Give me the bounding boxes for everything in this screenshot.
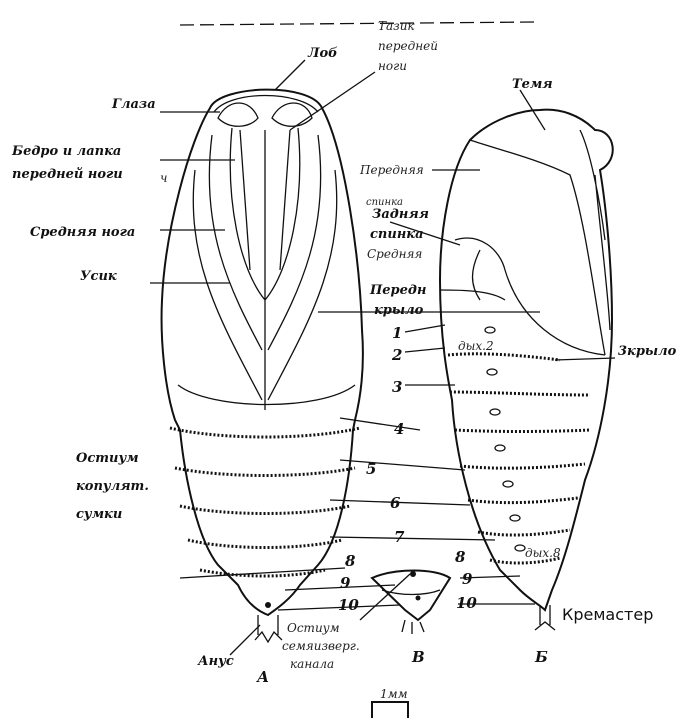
seg-num-7: 7 <box>394 528 405 546</box>
seg-num-right-10: 10 <box>456 594 477 612</box>
label-dyh8: дых.8 <box>525 546 561 560</box>
pupa-b-hooks <box>402 620 424 634</box>
pupa-a-wing-edge <box>178 385 355 405</box>
pupa-c-tail-line <box>580 130 610 330</box>
pupa-c-seg-4 <box>460 464 585 468</box>
pupa-a-head <box>214 96 318 113</box>
label-tazik: Тазик передней ноги <box>378 19 442 73</box>
stray-mark-1: ч <box>160 171 167 185</box>
label-perednyaya-spinka: Передняя спинка <box>359 163 428 208</box>
scale-bar: 1мм <box>372 687 408 718</box>
label-dyh2: дых.2 <box>458 339 494 353</box>
label-krylo3: 3крыло <box>618 344 677 359</box>
seg-num-3: 3 <box>392 378 402 396</box>
seg-num-6: 6 <box>390 494 401 512</box>
pupa-a-cremaster <box>255 615 282 642</box>
label-kremaster: Кремастер <box>562 605 653 624</box>
label-ostium-kopul: Остиум копулят. сумки <box>76 451 153 522</box>
pupa-c-spiracles <box>485 327 525 551</box>
pupa-c-seg-6 <box>478 530 570 535</box>
seg-num-1: 1 <box>392 324 402 342</box>
seg-num-9: 9 <box>340 574 351 592</box>
pupa-a-anus-mark <box>265 602 271 608</box>
label-anus: Анус <box>197 654 234 669</box>
pupa-a-appendages <box>193 128 336 410</box>
pupa-a-eye-left <box>218 103 258 126</box>
seg-num-10: 10 <box>338 596 359 614</box>
seg-num-8: 8 <box>345 552 356 570</box>
pupa-b-tip <box>372 571 450 635</box>
pupa-a-seg-5 <box>175 468 355 476</box>
figure-letter-b: В <box>411 648 425 666</box>
label-ostium-semyaizv: Остиум семяизверг. канала <box>282 621 363 671</box>
label-zadnyaya-spinka: Задняя спинка <box>370 207 434 242</box>
pupa-c-seg-2 <box>450 392 590 395</box>
label-srednyaya-spinka: Средняя <box>367 247 422 261</box>
figure-letter-c: Б <box>534 648 548 666</box>
scale-label: 1мм <box>380 687 408 701</box>
figure-letter-a: А <box>256 668 269 686</box>
pupa-c-seg-1 <box>448 354 560 360</box>
label-bedro: Бедро и лапка передней ноги <box>11 144 126 182</box>
seg-num-right-9: 9 <box>462 570 473 588</box>
pupa-c-wing <box>440 140 605 355</box>
pupa-a-outline <box>162 90 363 615</box>
seg-num-4: 4 <box>394 420 404 438</box>
pupa-c-seg-5 <box>468 498 578 503</box>
label-temya: Темя <box>512 77 553 92</box>
label-glaza: Глаза <box>111 97 156 112</box>
pupa-a-seg-4 <box>170 428 360 437</box>
label-perednee-krylo: Передн крыло <box>369 283 431 318</box>
pupa-b-dot <box>410 571 416 577</box>
pupa-a-eye-right <box>272 103 312 126</box>
seg-num-5: 5 <box>366 460 376 478</box>
pupa-b-dot-2 <box>416 596 421 601</box>
pupa-a-seg-6 <box>180 506 350 514</box>
seg-num-2: 2 <box>391 346 402 364</box>
label-lob: Лоб <box>307 46 338 61</box>
pupa-c-seg-3 <box>455 430 590 432</box>
pupa-a-ventral <box>162 90 363 642</box>
label-usik: Усик <box>80 269 117 284</box>
label-srednyaya-noga: Средняя нога <box>30 225 135 240</box>
seg-num-right-8: 8 <box>455 548 466 566</box>
pupa-b-outline <box>372 571 450 621</box>
top-rule <box>180 22 535 25</box>
pupa-a-seg-7 <box>188 540 342 548</box>
